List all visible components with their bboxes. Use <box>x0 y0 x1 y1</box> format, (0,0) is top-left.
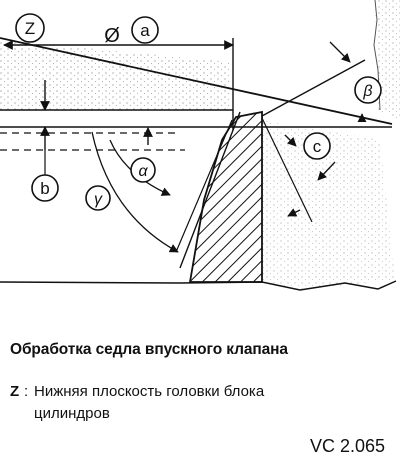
legend-text-line1: Нижняя плоскость головки блока <box>34 383 265 400</box>
svg-text:Z: Z <box>25 19 35 38</box>
gamma-arc <box>91 131 179 253</box>
top-right-texture <box>375 0 400 120</box>
bottom-line <box>0 280 397 291</box>
label-c: c <box>303 132 331 160</box>
legend-text-line2: цилиндров <box>34 405 110 422</box>
label-z: Z <box>15 13 45 43</box>
valve-seat-diagram: Z a Ø b α γ β c <box>0 0 400 291</box>
svg-text:γ: γ <box>94 191 103 208</box>
top-texture <box>0 40 230 110</box>
seat-line-beta <box>261 59 366 117</box>
svg-text:β: β <box>362 83 372 100</box>
seat-section-hatched <box>188 110 263 283</box>
svg-text:a: a <box>140 21 150 40</box>
slope-line-z <box>0 37 393 125</box>
legend-key: Z <box>10 383 20 400</box>
svg-text:b: b <box>40 179 49 198</box>
c-arrow-top <box>284 134 297 147</box>
label-beta: β <box>354 76 382 104</box>
seat-line-c <box>261 117 313 223</box>
figure-code: VC 2.065 <box>309 436 385 456</box>
svg-text:c: c <box>313 137 322 156</box>
legend: Z:Нижняя плоскость головки блока цилиндр… <box>10 381 264 425</box>
svg-text:α: α <box>138 163 148 180</box>
caption-title: Обработка седла впускного клапана <box>10 341 288 358</box>
label-diameter: Ø <box>104 25 120 47</box>
beta-arrow-top <box>329 41 351 63</box>
label-alpha: α <box>130 157 156 183</box>
c-arrow-lower <box>287 208 301 217</box>
seat-line-alpha <box>179 111 241 269</box>
label-gamma: γ <box>85 185 111 211</box>
label-b: b <box>31 174 59 202</box>
c-arrow-bottom <box>317 161 336 181</box>
seat-line-gamma <box>175 119 233 253</box>
label-a: a <box>131 16 159 44</box>
right-texture <box>262 120 395 290</box>
